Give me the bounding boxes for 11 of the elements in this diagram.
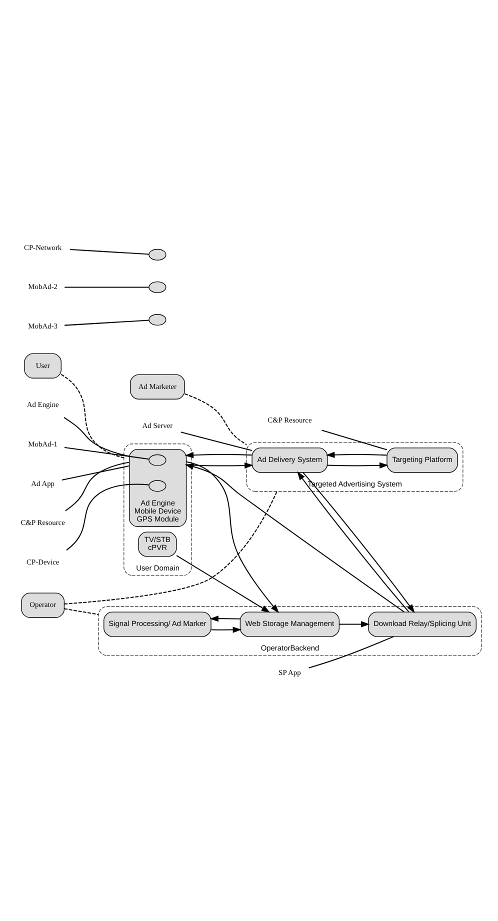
node-text: SP App bbox=[278, 668, 301, 677]
node-text: Ad Server bbox=[142, 421, 173, 430]
node-text: Ad App bbox=[31, 478, 55, 488]
node-text: C&P Resource bbox=[20, 518, 65, 528]
node-text: C&P Resource bbox=[268, 416, 312, 425]
node-text: MobAd-1 bbox=[28, 439, 58, 448]
node-text: MobAd-3 bbox=[28, 321, 58, 330]
node-text: CP-Network bbox=[24, 242, 62, 252]
node-text: CP-Device bbox=[26, 557, 60, 566]
node-text: Ad Engine bbox=[26, 400, 59, 410]
node-text: MobAd-2 bbox=[28, 282, 58, 292]
